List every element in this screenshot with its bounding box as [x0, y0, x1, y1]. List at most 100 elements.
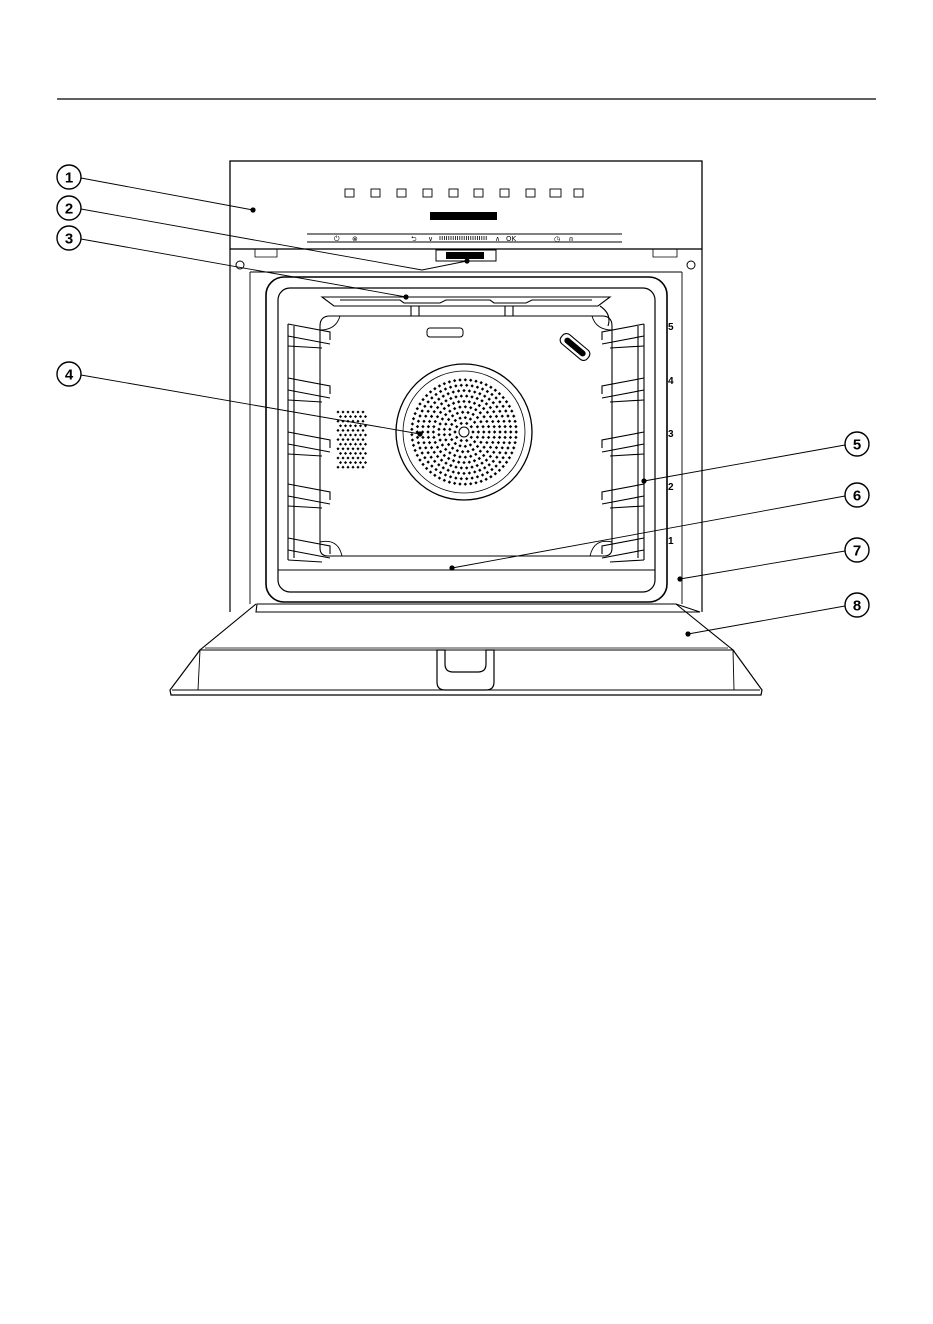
fan-hole — [436, 455, 439, 458]
dot-8 — [685, 631, 690, 636]
fan-hole — [444, 473, 447, 476]
fan-hole — [457, 389, 460, 392]
fan-hole — [452, 459, 455, 462]
vent-hole — [341, 410, 344, 413]
vent-hole — [344, 461, 347, 464]
fan-hole — [427, 436, 430, 439]
function-button-1 — [345, 189, 354, 197]
fan-hole — [453, 407, 456, 410]
leader-8 — [688, 606, 845, 634]
callout-numbers: 1 2 3 4 5 6 7 8 — [65, 170, 861, 615]
fan-hole — [470, 425, 473, 428]
fan-hole — [421, 425, 424, 428]
fan-hole — [464, 455, 467, 458]
fan-hole — [469, 455, 472, 458]
vent-hole — [336, 456, 339, 459]
fan-hole — [483, 466, 486, 469]
shelf-runners-left — [288, 324, 330, 562]
fan-hole — [512, 414, 515, 417]
fan-hole — [421, 398, 424, 401]
fan-hole — [514, 425, 517, 428]
fan-hole — [426, 451, 429, 454]
fan-hole — [492, 436, 495, 439]
fan-hole — [508, 441, 511, 444]
fan-hole — [438, 476, 441, 479]
fan-hole — [413, 449, 416, 452]
fan-hole — [481, 473, 484, 476]
fan-hole — [430, 396, 433, 399]
fan-hole — [464, 378, 467, 381]
fan-hole — [504, 430, 507, 433]
fan-hole — [478, 457, 481, 460]
runner-bar — [288, 400, 322, 402]
fan-hole — [412, 417, 415, 420]
vent-hole — [346, 456, 349, 459]
fan-hole — [479, 420, 482, 423]
fan-hole — [449, 397, 452, 400]
fan-hole — [453, 379, 456, 382]
fan-hole — [437, 433, 440, 436]
fan-hole — [411, 422, 414, 425]
fan-hole — [483, 394, 486, 397]
vent-hole — [341, 447, 344, 450]
fan-hole — [456, 449, 459, 452]
fan-hole — [469, 417, 472, 420]
fan-hole — [470, 384, 473, 387]
callout-number-8: 8 — [853, 598, 861, 615]
fan-hole — [423, 405, 426, 408]
vent-hole — [336, 447, 339, 450]
fan-hole — [444, 387, 447, 390]
function-button-3 — [397, 189, 406, 197]
shelf-runners-right — [602, 324, 644, 562]
callout-number-3: 3 — [65, 231, 73, 248]
fan-hole — [474, 379, 477, 382]
vent-hole — [344, 452, 347, 455]
fan-hole — [482, 407, 485, 410]
fan-hole — [439, 390, 442, 393]
fan-hole — [429, 405, 432, 408]
fan-hole — [447, 443, 450, 446]
fan-hole — [510, 451, 513, 454]
fan-hole — [436, 406, 439, 409]
fan-hole — [446, 469, 449, 472]
vent-hole — [346, 466, 349, 469]
control-panel — [230, 161, 702, 249]
fan-hole — [473, 421, 476, 424]
callout-leaders — [81, 178, 845, 634]
fan-hole — [418, 458, 421, 461]
back-symbol: ⮌ — [411, 235, 417, 243]
ok-label: OK — [506, 235, 517, 243]
fan-hole — [501, 456, 504, 459]
fan-hole — [468, 471, 471, 474]
door-handle-clip — [437, 650, 494, 690]
fan-hole — [449, 385, 452, 388]
fan-hole — [444, 448, 447, 451]
fan-hole — [476, 385, 479, 388]
leader-1 — [81, 178, 253, 210]
vent-hole — [346, 410, 349, 413]
fan-hole — [428, 420, 431, 423]
leader-4 — [81, 375, 420, 434]
fan-hole — [458, 455, 461, 458]
fan-hole — [418, 414, 421, 417]
fan-hole — [457, 471, 460, 474]
fan-hole — [420, 409, 423, 412]
fan-hole — [455, 425, 458, 428]
dot-4 — [417, 431, 422, 436]
fan-hole — [416, 425, 419, 428]
fan-hole — [456, 412, 459, 415]
vent-hole — [341, 456, 344, 459]
vent-hole — [364, 452, 367, 455]
fan-hole — [491, 441, 494, 444]
shelf-level-3: 3 — [668, 429, 674, 440]
fan-hole — [444, 438, 447, 441]
vent-hole — [339, 452, 342, 455]
runner-bar — [288, 506, 322, 508]
fan-hole — [432, 436, 435, 439]
fan-hole — [508, 405, 511, 408]
fan-hole — [428, 441, 431, 444]
vent-hole — [354, 415, 357, 418]
dot-1 — [250, 207, 255, 212]
fan-hole — [437, 397, 440, 400]
fan-hole — [432, 430, 435, 433]
